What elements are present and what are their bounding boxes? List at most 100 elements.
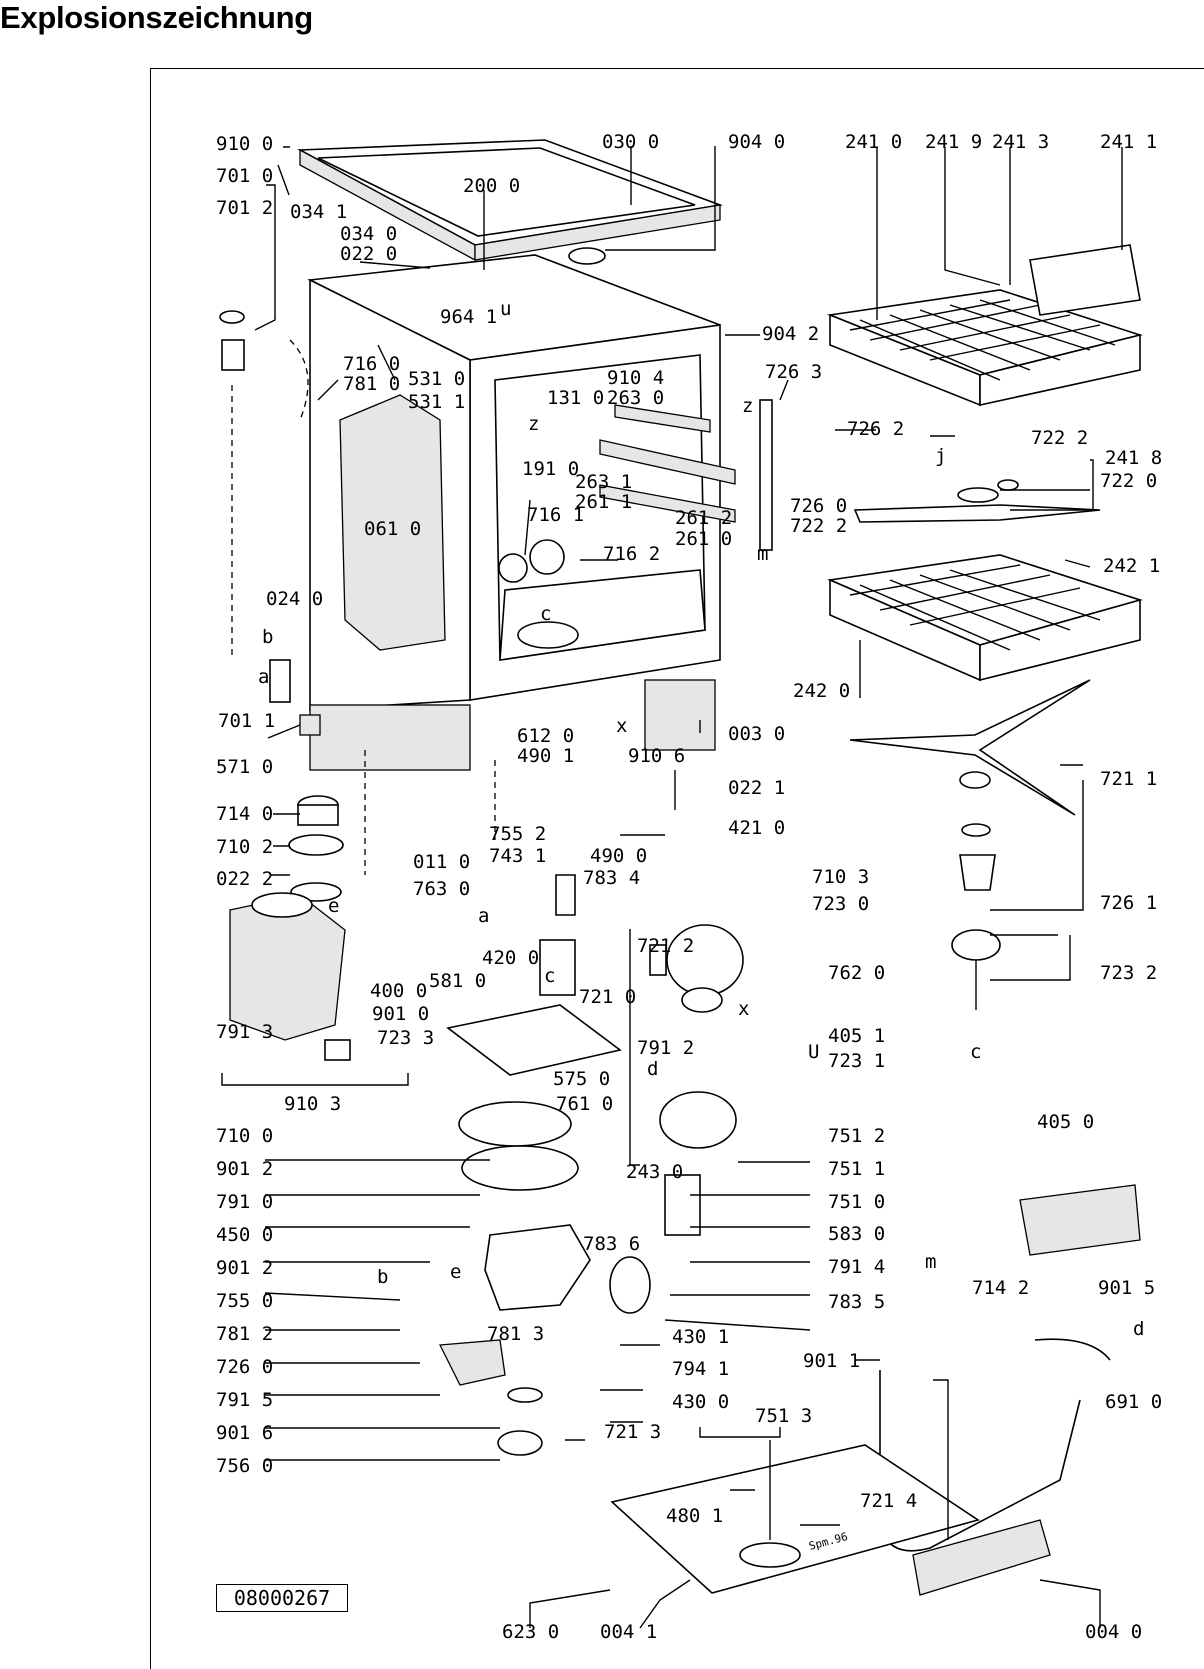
- lower-basket-part: [827, 554, 1143, 682]
- callout-label: 701 2: [216, 197, 273, 219]
- callout-label: 781 3: [487, 1323, 544, 1345]
- callout-label: 722 2: [1031, 427, 1088, 449]
- callout-label: 241 1: [1100, 131, 1157, 153]
- callout-label: 241 0: [845, 131, 902, 153]
- marker-label: c: [544, 965, 555, 987]
- callout-label: 721 2: [637, 935, 694, 957]
- callout-label: 011 0: [413, 851, 470, 873]
- callout-label: 400 0: [370, 980, 427, 1002]
- lid-part: [297, 139, 724, 262]
- callout-label: 791 2: [637, 1037, 694, 1059]
- callout-label: 904 2: [762, 323, 819, 345]
- callout-label: 721 3: [604, 1421, 661, 1443]
- marker-label: z: [742, 395, 753, 417]
- callout-label: 964 1: [440, 306, 497, 328]
- callout-label: 030 0: [602, 131, 659, 153]
- callout-label: 531 0: [408, 368, 465, 390]
- marker-label: m: [757, 543, 768, 565]
- callout-label: 022 1: [728, 777, 785, 799]
- callout-label: 131 0: [547, 387, 604, 409]
- callout-label: 575 0: [553, 1068, 610, 1090]
- drawing-number-box: 08000267: [216, 1584, 348, 1612]
- base-plate-part: [610, 1440, 1051, 1596]
- callout-label: 701 0: [216, 165, 273, 187]
- callout-label: 004 0: [1085, 1621, 1142, 1643]
- callout-label: 024 0: [266, 588, 323, 610]
- callout-label: 581 0: [429, 970, 486, 992]
- callout-label: 763 0: [413, 878, 470, 900]
- callout-label: 263 0: [607, 387, 664, 409]
- callout-label: 783 6: [583, 1233, 640, 1255]
- callout-label: 261 1: [575, 491, 632, 513]
- marker-label: j: [935, 445, 946, 467]
- marker-label: e: [450, 1261, 461, 1283]
- callout-label: 430 0: [672, 1391, 729, 1413]
- callout-label: 723 1: [828, 1050, 885, 1072]
- callout-label: 791 4: [828, 1256, 885, 1278]
- cabinet-part: [307, 254, 721, 771]
- callout-label: 910 4: [607, 367, 664, 389]
- marker-label: c: [540, 603, 551, 625]
- sump-components-part: [438, 874, 622, 1456]
- callout-label: 781 2: [216, 1323, 273, 1345]
- callout-label: 612 0: [517, 725, 574, 747]
- callout-label: 490 1: [517, 745, 574, 767]
- callout-label: 583 0: [828, 1223, 885, 1245]
- callout-label: 405 0: [1037, 1111, 1094, 1133]
- callout-label: 261 0: [675, 528, 732, 550]
- callout-label: 756 0: [216, 1455, 273, 1477]
- callout-label: 241 8: [1105, 447, 1162, 469]
- salt-container-part: [1019, 1184, 1141, 1256]
- callout-label: 420 0: [482, 947, 539, 969]
- callout-label: 061 0: [364, 518, 421, 540]
- callout-label: 910 6: [628, 745, 685, 767]
- callout-label: 263 1: [575, 471, 632, 493]
- callout-label: 710 0: [216, 1125, 273, 1147]
- callout-label: 901 6: [216, 1422, 273, 1444]
- cutlery-rack-part: [1029, 244, 1141, 316]
- callout-label: 003 0: [728, 723, 785, 745]
- connection-markers: u z z c x x b a e a c d b e c m d m j U: [258, 298, 1144, 1340]
- callout-label: 783 5: [828, 1291, 885, 1313]
- marker-label: b: [262, 626, 273, 648]
- callout-label: 726 1: [1100, 892, 1157, 914]
- callout-label: 623 0: [502, 1621, 559, 1643]
- callout-label: 022 2: [216, 868, 273, 890]
- callout-label: 421 0: [728, 817, 785, 839]
- callout-label: 904 0: [728, 131, 785, 153]
- marker-label: z: [528, 413, 539, 435]
- callout-label: 726 3: [765, 361, 822, 383]
- marker-label: x: [616, 715, 627, 737]
- callout-label: 791 0: [216, 1191, 273, 1213]
- callout-label: 450 0: [216, 1224, 273, 1246]
- callout-label: 791 3: [216, 1021, 273, 1043]
- spray-arm-lower-part: [849, 679, 1091, 1010]
- callout-label: 761 0: [556, 1093, 613, 1115]
- cap-part: [568, 247, 606, 265]
- callout-label: 714 2: [972, 1277, 1029, 1299]
- callout-label: 490 0: [590, 845, 647, 867]
- callout-label: 701 1: [218, 710, 275, 732]
- marker-label: d: [1133, 1318, 1144, 1340]
- callout-label: 714 0: [216, 803, 273, 825]
- callout-labels: 910 0 701 0 701 2 034 1 030 0 904 0 200 …: [216, 131, 1162, 1643]
- callout-label: 794 1: [672, 1358, 729, 1380]
- callout-label: 723 3: [377, 1027, 434, 1049]
- callout-label: 241 9: [925, 131, 982, 153]
- callout-label: 726 0: [216, 1356, 273, 1378]
- pump-motor-part: [609, 924, 744, 1314]
- callout-label: 022 0: [340, 243, 397, 265]
- callout-label: 783 4: [583, 867, 640, 889]
- callout-label: 755 2: [489, 823, 546, 845]
- callout-label: 743 1: [489, 845, 546, 867]
- callout-label: 430 1: [672, 1326, 729, 1348]
- callout-label: 531 1: [408, 391, 465, 413]
- callout-label: 191 0: [522, 458, 579, 480]
- callout-label: 723 0: [812, 893, 869, 915]
- callout-label: 691 0: [1105, 1391, 1162, 1413]
- callout-label: 722 2: [790, 515, 847, 537]
- callout-label: 751 0: [828, 1191, 885, 1213]
- callout-label: 405 1: [828, 1025, 885, 1047]
- rail-parts: [599, 399, 773, 551]
- filling-components-part: [219, 310, 351, 1061]
